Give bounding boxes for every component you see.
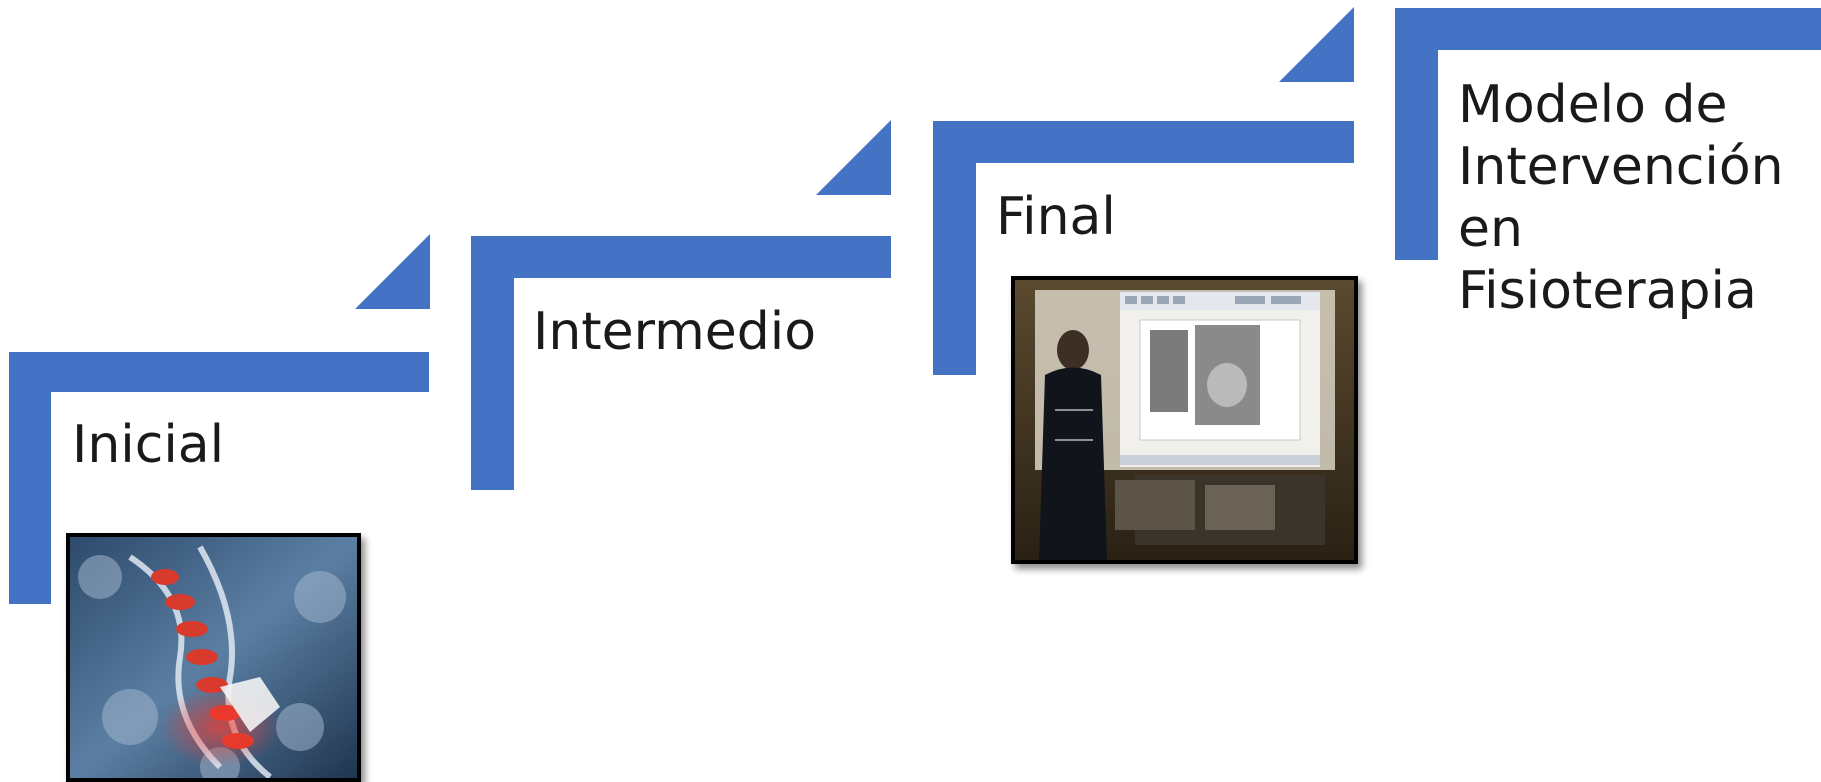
step-1-label: Inicial	[72, 415, 225, 475]
step-3-top-bar	[933, 121, 1354, 163]
step-2-label: Intermedio	[533, 302, 817, 362]
step-2-top-bar	[471, 236, 891, 278]
step-2-side-bar	[471, 236, 514, 490]
spine-puzzle-image	[66, 533, 361, 782]
step-3-side-bar	[933, 121, 976, 375]
step-3-arrow-triangle	[1279, 7, 1354, 82]
step-2-arrow-triangle	[816, 120, 891, 195]
step-4-label: Modelo de Intervención en Fisioterapia	[1458, 75, 1784, 321]
step-4-top-bar	[1395, 8, 1821, 50]
step-1-top-bar	[9, 352, 429, 392]
step-4-side-bar	[1395, 8, 1438, 260]
step-1-side-bar	[9, 352, 51, 604]
projection-photo	[1011, 276, 1358, 564]
step-1-arrow-triangle	[355, 234, 430, 309]
step-3-label: Final	[996, 187, 1116, 247]
